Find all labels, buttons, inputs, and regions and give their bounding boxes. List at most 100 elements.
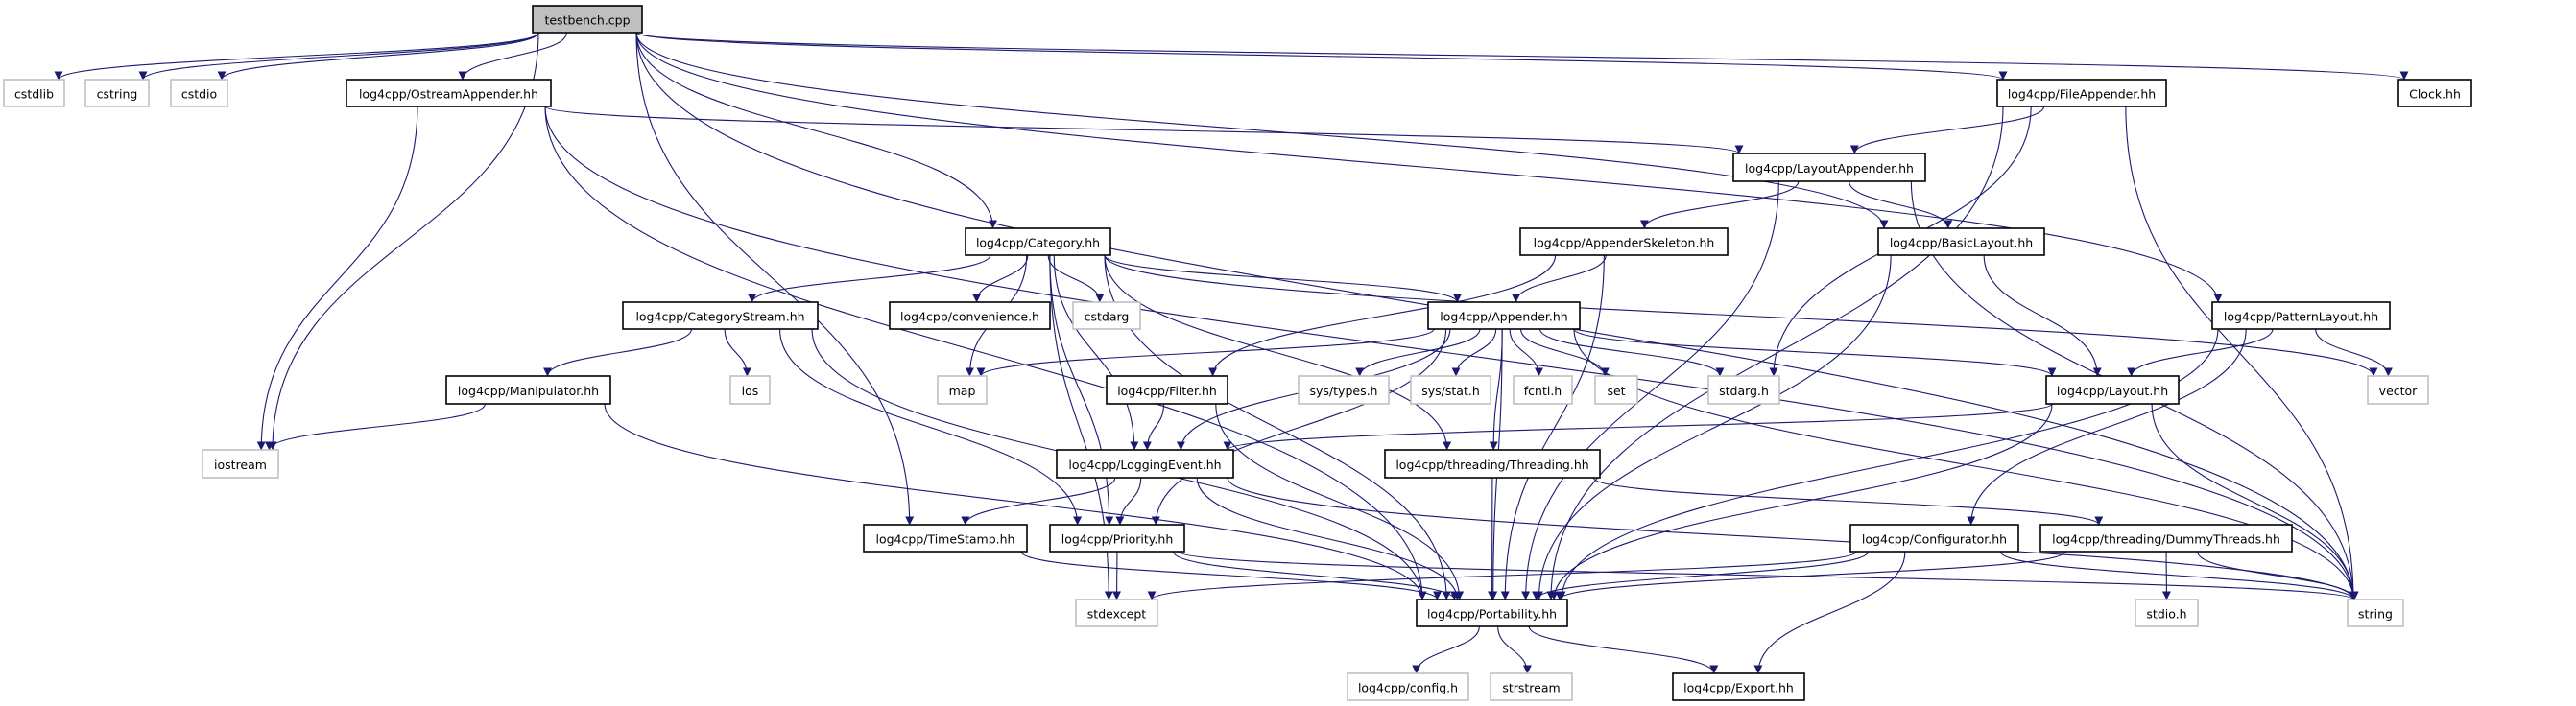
node-box[interactable] [1672, 672, 1805, 701]
graph-node-pattern-layout[interactable]: log4cpp/PatternLayout.hh [2211, 301, 2391, 330]
edge-category-to-priority [1049, 254, 1114, 526]
edge-portability-to-config [1412, 625, 1480, 674]
node-box[interactable] [1056, 449, 1234, 479]
node-box[interactable] [622, 301, 819, 330]
edge-dummy-to-portability [1555, 551, 2066, 600]
edge-manipulator-to-portability [604, 403, 1427, 600]
node-label: log4cpp/Manipulator.hh [458, 384, 599, 398]
graph-node-cstring: cstring [84, 79, 150, 107]
node-box [729, 375, 771, 405]
graph-node-testbench[interactable]: testbench.cpp [532, 5, 643, 34]
node-box [1513, 375, 1573, 405]
graph-node-string: string [2347, 599, 2404, 627]
edge-testbench-to-ostream_app [458, 32, 567, 81]
node-box[interactable] [1732, 153, 1926, 182]
edge-appender-to-set [1520, 328, 1610, 377]
graph-node-category[interactable]: log4cpp/Category.hh [965, 227, 1111, 256]
node-box[interactable] [346, 79, 552, 107]
edge-ostream_app-to-layout_app [544, 106, 1744, 154]
node-box[interactable] [1996, 79, 2167, 107]
graph-node-layout[interactable]: log4cpp/Layout.hh [2045, 375, 2180, 405]
node-box[interactable] [532, 5, 643, 34]
node-box[interactable] [2039, 524, 2293, 553]
node-box[interactable] [889, 301, 1051, 330]
edge-testbench-to-pattern_layout [635, 32, 2223, 303]
graph-node-timestamp[interactable]: log4cpp/TimeStamp.hh [863, 524, 1028, 553]
node-label: cstdlib [14, 87, 54, 102]
graph-node-set: set [1594, 375, 1638, 405]
node-box[interactable] [2211, 301, 2391, 330]
node-label: log4cpp/LoggingEvent.hh [1068, 458, 1221, 472]
edge-cat_stream-to-ios [724, 328, 751, 377]
node-box [1298, 375, 1390, 405]
graph-node-manipulator[interactable]: log4cpp/Manipulator.hh [445, 375, 611, 405]
node-box[interactable] [1427, 301, 1581, 330]
graph-node-configurator[interactable]: log4cpp/Configurator.hh [1849, 524, 2019, 553]
node-box[interactable] [2045, 375, 2180, 405]
node-box[interactable] [2397, 79, 2472, 107]
graph-node-file-app[interactable]: log4cpp/FileAppender.hh [1996, 79, 2167, 107]
graph-node-app-skel[interactable]: log4cpp/AppenderSkeleton.hh [1519, 227, 1729, 256]
node-box[interactable] [1849, 524, 2019, 553]
node-box[interactable] [1519, 227, 1729, 256]
graph-node-stdexcept: stdexcept [1075, 599, 1158, 627]
node-label: log4cpp/config.h [1358, 681, 1458, 695]
node-box[interactable] [863, 524, 1028, 553]
edge-dummy-to-string [2197, 551, 2359, 600]
edge-filter-to-logging_event [1142, 403, 1165, 451]
edge-appender-to-string [1573, 328, 2358, 600]
node-box[interactable] [1384, 449, 1601, 479]
graph-node-logging-event[interactable]: log4cpp/LoggingEvent.hh [1056, 449, 1234, 479]
graph-node-basic-layout[interactable]: log4cpp/BasicLayout.hh [1877, 227, 2045, 256]
edge-pattern_layout-to-configurator [1967, 328, 2247, 526]
node-label: log4cpp/OstreamAppender.hh [359, 87, 538, 102]
node-box [2367, 375, 2429, 405]
graph-node-appender[interactable]: log4cpp/Appender.hh [1427, 301, 1581, 330]
node-box[interactable] [1416, 599, 1568, 627]
node-label: stdexcept [1087, 607, 1146, 622]
edge-app_skel-to-portability [1500, 254, 1605, 600]
graph-node-clock[interactable]: Clock.hh [2397, 79, 2472, 107]
node-label: log4cpp/LayoutAppender.hh [1745, 161, 1914, 176]
edge-appender-to-sys_stat [1451, 328, 1497, 377]
edge-logging_event-to-timestamp [961, 477, 1116, 526]
graph-node-filter[interactable]: log4cpp/Filter.hh [1106, 375, 1228, 405]
node-box [1594, 375, 1638, 405]
edge-category-to-threading [1104, 254, 1452, 451]
graph-node-cat-stream[interactable]: log4cpp/CategoryStream.hh [622, 301, 819, 330]
node-label: log4cpp/Filter.hh [1117, 384, 1217, 398]
node-box[interactable] [1877, 227, 2045, 256]
edge-layout_app-to-basic_layout [1849, 180, 1953, 229]
edge-logging_event-to-portability [1196, 477, 1462, 600]
edge-file_app-to-portability [1546, 106, 2004, 600]
edge-appender-to-priority [1151, 328, 1447, 526]
graph-node-portability[interactable]: log4cpp/Portability.hh [1416, 599, 1568, 627]
edge-layout-to-logging_event [1223, 403, 2053, 451]
edge-portability-to-strstream [1497, 625, 1532, 674]
node-box[interactable] [1049, 524, 1185, 553]
node-label: log4cpp/Export.hh [1683, 681, 1794, 695]
node-box[interactable] [965, 227, 1111, 256]
graph-node-export[interactable]: log4cpp/Export.hh [1672, 672, 1805, 701]
graph-node-stdio: stdio.h [2135, 599, 2199, 627]
node-label: stdio.h [2146, 607, 2186, 622]
node-box [170, 79, 228, 107]
graph-node-layout-app[interactable]: log4cpp/LayoutAppender.hh [1732, 153, 1926, 182]
node-box[interactable] [445, 375, 611, 405]
graph-node-threading[interactable]: log4cpp/threading/Threading.hh [1384, 449, 1601, 479]
graph-node-dummy[interactable]: log4cpp/threading/DummyThreads.hh [2039, 524, 2293, 553]
edge-testbench-to-cstdio [217, 32, 539, 81]
node-label: log4cpp/Priority.hh [1061, 532, 1174, 547]
graph-node-convenience[interactable]: log4cpp/convenience.h [889, 301, 1051, 330]
graph-node-priority[interactable]: log4cpp/Priority.hh [1049, 524, 1185, 553]
edge-testbench-to-basic_layout [635, 32, 1889, 229]
node-box [1347, 672, 1469, 701]
graph-node-ostream-app[interactable]: log4cpp/OstreamAppender.hh [346, 79, 552, 107]
edge-appender-to-fcntl [1509, 328, 1543, 377]
node-box[interactable] [1106, 375, 1228, 405]
node-label: cstdarg [1085, 310, 1130, 324]
node-label: stdarg.h [1719, 384, 1769, 398]
edge-category-to-convenience [972, 254, 1029, 303]
graph-node-ios: ios [729, 375, 771, 405]
